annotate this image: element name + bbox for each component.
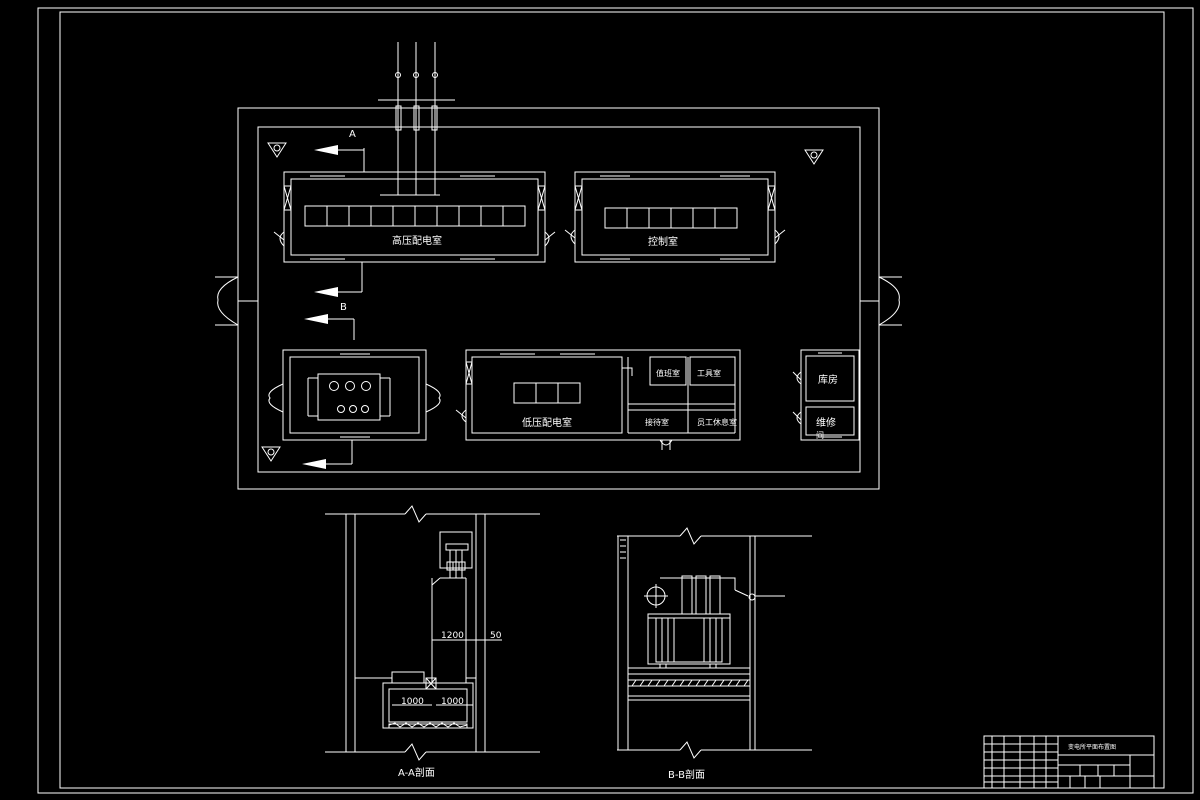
section-marker-b-label: B — [340, 302, 347, 313]
lv-switchgear-panels — [513, 382, 581, 404]
hv-cabinet-section — [391, 531, 473, 690]
control-room: 控制室 — [564, 171, 786, 263]
incoming-lines — [378, 42, 455, 196]
lv-room-label: 低压配电室 — [522, 416, 572, 429]
window-symbol — [340, 349, 370, 441]
hv-room-label: 高压配电室 — [392, 234, 442, 247]
window-symbol — [465, 349, 595, 385]
building-outer-wall — [237, 107, 880, 490]
window-symbol — [574, 171, 776, 263]
duty-room-label: 值班室 — [656, 368, 680, 378]
reception-room-label: 接待室 — [645, 417, 669, 427]
section-bb: B-B剖面 — [617, 527, 812, 781]
title-block: 变电所平面布置图 — [983, 735, 1155, 789]
wall-ladder — [620, 539, 626, 559]
storage-room-label: 库房 — [818, 373, 838, 386]
door-symbol — [268, 383, 441, 413]
title-block-drawing-name: 变电所平面布置图 — [1068, 743, 1116, 751]
floor-plan: A — [215, 42, 902, 490]
building-inner-wall — [257, 126, 861, 473]
outer-frame — [37, 7, 1194, 794]
window-symbol — [283, 171, 546, 263]
hv-room: 高压配电室 — [273, 171, 556, 263]
section-marker-b-lower — [302, 440, 353, 469]
door-symbol — [273, 231, 556, 247]
dim-1000-left: 1000 — [401, 697, 424, 707]
inner-frame — [59, 11, 1165, 789]
office-partitions — [627, 356, 736, 434]
transformer-symbol — [317, 373, 381, 421]
section-bb-title: B-B剖面 — [668, 768, 705, 781]
tool-room-label: 工具室 — [697, 368, 721, 378]
section-marker-a: A — [314, 129, 365, 172]
section-aa-title: A-A剖面 — [398, 766, 435, 779]
dimension-lines — [392, 639, 502, 706]
door-symbol — [455, 367, 673, 450]
control-panels — [604, 207, 738, 229]
building-side-door-left — [215, 276, 258, 326]
staff-lounge-label: 员工休息室 — [697, 417, 737, 427]
door-symbol — [564, 229, 786, 245]
section-aa: 1200 50 1000 1000 A-A剖面 — [325, 505, 540, 779]
ground-symbol — [261, 142, 824, 462]
transformer-section — [644, 575, 756, 669]
repair-room-label-line-2: 间 — [816, 431, 824, 440]
storage-repair-block: 库房 维修 间 — [792, 349, 860, 441]
dim-1200: 1200 — [441, 631, 464, 641]
lv-room: 低压配电室 值班室 工具室 接待室 员工休息室 — [455, 349, 741, 450]
section-marker-a-label: A — [349, 129, 356, 140]
dim-50: 50 — [490, 631, 502, 641]
dim-1000-right: 1000 — [441, 697, 464, 707]
building-side-door-right — [860, 276, 902, 326]
section-marker-b: B — [304, 262, 363, 340]
transformer-room — [268, 349, 441, 441]
repair-room-label-line-1: 维修 — [816, 416, 836, 429]
control-room-label: 控制室 — [648, 235, 678, 248]
revision-grid — [984, 736, 1058, 788]
floor-slab — [627, 667, 751, 701]
hv-switchgear-panels — [304, 205, 526, 227]
